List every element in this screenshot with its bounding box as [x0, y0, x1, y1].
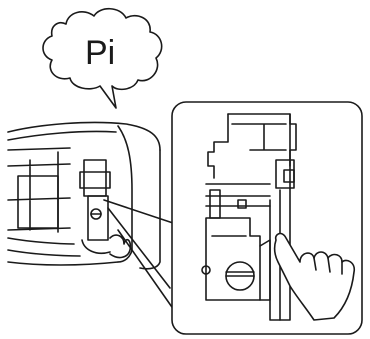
component-upper-inner	[231, 123, 287, 151]
component-flap	[259, 239, 271, 301]
unit-filter-panel	[17, 175, 59, 229]
hand-finger-lines	[313, 257, 343, 275]
component-lower-housing	[205, 217, 261, 301]
indoor-unit	[7, 121, 161, 270]
unit-front-panel	[117, 125, 133, 263]
unit-front-panel-inner	[7, 130, 117, 141]
component-left-edge	[207, 113, 229, 179]
unit-hand-icon	[109, 234, 132, 259]
component-slot-small	[283, 169, 295, 183]
side-screw-icon	[201, 265, 211, 275]
cloud-shape	[42, 7, 163, 109]
unit-terminal-block	[79, 159, 111, 255]
unit-lower-edge	[7, 237, 81, 257]
speech-bubble-text: Pi	[85, 34, 115, 72]
unit-vent-lines	[7, 147, 71, 233]
unit-housing-bottom	[7, 261, 119, 266]
unit-housing-top	[7, 121, 161, 151]
component-square	[237, 199, 247, 209]
callout-lines	[103, 199, 177, 311]
screw-icon	[225, 261, 255, 291]
unit-housing-right	[139, 149, 161, 270]
detail-view	[171, 101, 363, 335]
speech-bubble: Pi	[42, 7, 163, 109]
